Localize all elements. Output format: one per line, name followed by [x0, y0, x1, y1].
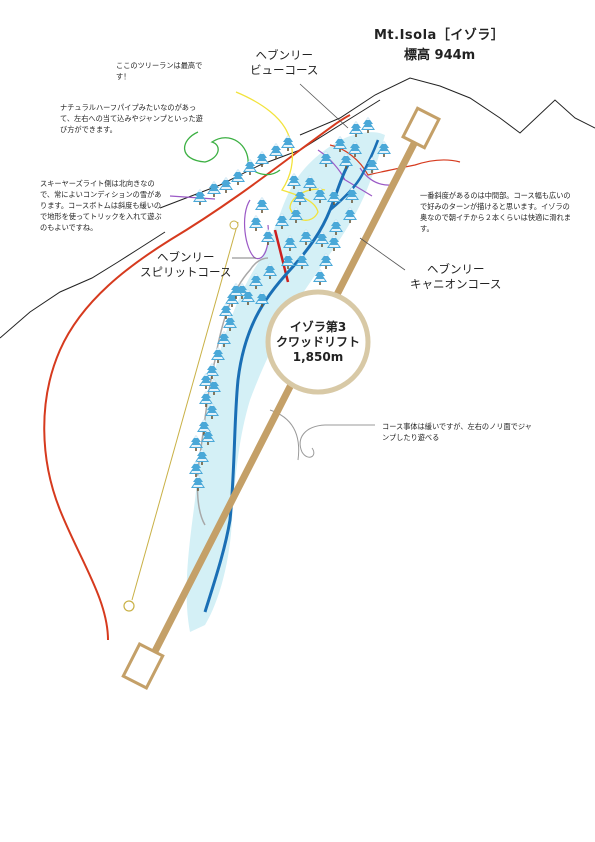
lift-name: イゾラ第3 クワッドリフト [275, 320, 360, 349]
note-skiers-right: スキーヤーズライト側は北向きなので、常によいコンディションの雪があります。コース… [40, 179, 162, 232]
mountain-ridge-right [299, 77, 595, 136]
tree-icon [193, 189, 207, 205]
tree-icon [195, 449, 209, 465]
tree-icon [191, 475, 205, 491]
red-annotation-curve [329, 144, 461, 176]
tree-icon [295, 253, 309, 269]
tree-icon [315, 231, 329, 247]
tree-icon [377, 141, 391, 157]
lift-info: イゾラ第3 クワッドリフト 1,850m [268, 320, 368, 365]
lift-info-circle [265, 289, 371, 395]
tree-icon [348, 141, 362, 157]
tree-icon [313, 187, 327, 203]
green-annotation-swoosh [183, 131, 281, 176]
canyon-course-line [203, 164, 350, 613]
tree-icon [283, 235, 297, 251]
tree-icon [189, 461, 203, 477]
note-half-pipe: ナチュラルハーフパイプみたいなのがあって、左右への当て込みやジャンプといった遊び… [60, 103, 203, 134]
mountain-elevation: 標高 944m [404, 48, 476, 63]
tree-icon [319, 253, 333, 269]
course-label-spirit-text: ヘブンリー スピリットコース [140, 250, 232, 279]
tree-icon [241, 289, 255, 305]
tree-icon [249, 273, 263, 289]
olive-leader-line [131, 221, 239, 601]
tree-icon [243, 159, 257, 175]
tree-icon [299, 229, 313, 245]
canyon-course-leader [359, 237, 406, 271]
tree-icon [345, 187, 359, 203]
tree-icon [343, 207, 357, 223]
tree-icon [281, 253, 295, 269]
area-boundary-line [43, 114, 351, 641]
course-label-canyon-text: ヘブンリー キャニオンコース [410, 262, 502, 291]
tree-icon [287, 173, 301, 189]
tree-icon [327, 235, 341, 251]
tree-icon [313, 269, 327, 285]
tree-icon [289, 207, 303, 223]
note-tree-run: ここのツリーランは最高です！ [116, 61, 203, 81]
tree-icon [365, 157, 379, 173]
tree-icon [281, 135, 295, 151]
tree-icon [211, 347, 225, 363]
lift-line [144, 124, 426, 669]
tree-icon [219, 177, 233, 193]
tree-icon [269, 143, 283, 159]
tree-icon [329, 219, 343, 235]
tree-icon [349, 121, 363, 137]
course-label-spirit: ヘブンリー スピリットコース [140, 250, 231, 280]
purple-annotation-line-left [169, 195, 216, 200]
tree-icon [339, 153, 353, 169]
note-gentle: コース事体は緩いですが、左右のノリ面でジャンプしたり遊べる [382, 422, 532, 442]
tree-icon [249, 215, 263, 231]
tree-icon [199, 373, 213, 389]
olive-leader-dot [123, 600, 135, 612]
tree-icon [201, 429, 215, 445]
tree-icon [217, 331, 231, 347]
tree-icon [205, 363, 219, 379]
tree-icon [261, 229, 275, 245]
course-label-canyon: ヘブンリー キャニオンコース [410, 262, 501, 292]
tree-icon [205, 403, 219, 419]
tree-icon [255, 197, 269, 213]
tree-icon [319, 151, 333, 167]
mountain-ridge-left [159, 99, 381, 209]
lift-top-station [401, 106, 441, 150]
tree-cluster [189, 117, 391, 491]
course-label-view: ヘブンリー ビューコース [250, 48, 318, 78]
tree-icon [327, 189, 341, 205]
tree-icon [255, 151, 269, 167]
view-course-leader [299, 83, 349, 129]
slope-area [186, 132, 385, 632]
tree-icon [293, 189, 307, 205]
tree-icon [361, 117, 375, 133]
tree-icon [207, 181, 221, 197]
canyon-course-line-upper [329, 139, 380, 211]
tree-icon [199, 391, 213, 407]
note-steepest: 一番斜度があるのは中間部。コース幅も広いので好みのターンが描けると思います。イゾ… [420, 191, 571, 233]
tree-icon [189, 435, 203, 451]
tree-icon [229, 283, 243, 299]
lift-length: 1,850m [292, 350, 344, 364]
tree-icon [231, 169, 245, 185]
tree-icon [207, 379, 221, 395]
tree-icon [275, 213, 289, 229]
tree-icon [333, 136, 347, 152]
tree-icon [223, 315, 237, 331]
gray-annotation-curve [299, 424, 375, 458]
lift-bottom-station [121, 642, 165, 690]
tree-icon [219, 303, 233, 319]
tree-icon [303, 175, 317, 191]
tree-icon [255, 291, 269, 307]
mountain-name: Mt.Isola［イゾラ］ [374, 28, 505, 43]
tree-icon [263, 263, 277, 279]
olive-leader-dot-top [229, 220, 239, 230]
mountain-ridge-lower-left [0, 231, 166, 339]
course-label-view-text: ヘブンリー ビューコース [250, 48, 319, 77]
